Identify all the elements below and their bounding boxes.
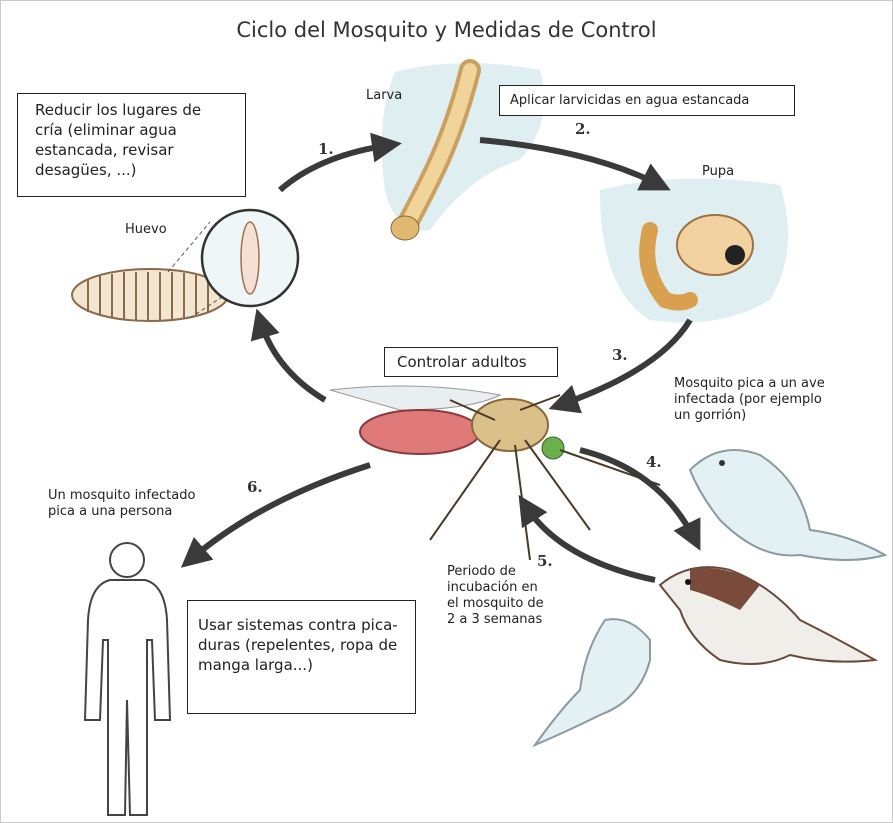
- egg-raft-icon: [72, 210, 298, 321]
- stage-label-larva: Larva: [366, 88, 402, 104]
- stage-label-huevo: Huevo: [125, 222, 167, 238]
- bird-icon: [690, 450, 885, 560]
- sparrow-icon: [660, 567, 875, 664]
- step-number-2: 2.: [575, 120, 591, 138]
- step-number-3: 3.: [612, 346, 628, 364]
- bird-icon-2: [535, 619, 650, 745]
- note-person-bite: Un mosquito infectado pica a una persona: [48, 488, 195, 520]
- note-bird-bite: Mosquito pica a un ave infectada (por ej…: [674, 376, 825, 424]
- step-number-4: 4.: [646, 453, 662, 471]
- step-number-1: 1.: [318, 140, 334, 158]
- measure-box-repellent: Usar sistemas contra pica- duras (repele…: [187, 600, 416, 714]
- diagram-title: Ciclo del Mosquito y Medidas de Control: [0, 18, 893, 42]
- person-icon: [85, 543, 170, 815]
- measure-box-breeding: Reducir los lugares de cría (eliminar ag…: [17, 93, 246, 197]
- note-incubation: Periodo de incubación en el mosquito de …: [447, 564, 544, 628]
- stage-label-pupa: Pupa: [702, 164, 734, 180]
- measure-box-larvicide: Aplicar larvicidas en agua estancada: [499, 85, 795, 116]
- mosquito-icon: [330, 386, 660, 560]
- step-number-6: 6.: [247, 478, 263, 496]
- measure-box-adults: Controlar adultos: [384, 347, 558, 377]
